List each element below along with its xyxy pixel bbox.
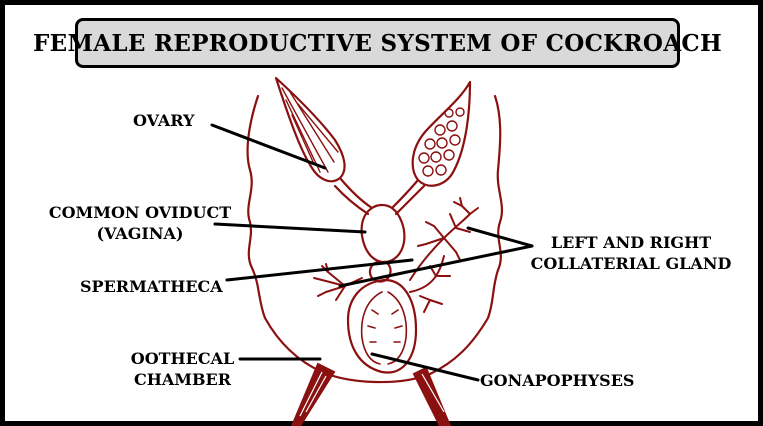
title-box: FEMALE REPRODUCTIVE SYSTEM OF COCKROACH [33,18,722,68]
collateral-gland-leader-line-lower [338,244,534,288]
left-ovary [274,76,346,183]
oothecal-chamber [346,278,418,374]
label-oothecal-line2: CHAMBER [134,370,231,389]
right-ovary [411,80,472,187]
label-oothecal-chamber: OOTHECAL CHAMBER [120,348,245,390]
collateral-glands [313,197,479,313]
label-common-oviduct-line1: COMMON OVIDUCT [48,203,232,222]
label-common-oviduct: COMMON OVIDUCT (VAGINA) [40,202,240,244]
label-gonapophyses: GONAPOPHYSES [480,371,635,390]
label-collateral-line1: LEFT AND RIGHT [550,233,712,252]
ovaries [274,76,472,216]
collateral-gland-leader-line-upper [466,226,534,248]
label-common-oviduct-line2: (VAGINA) [96,224,184,243]
label-collateral-gland: LEFT AND RIGHT COLLATERIAL GLAND [516,232,746,274]
diagram-title: FEMALE REPRODUCTIVE SYSTEM OF COCKROACH [32,29,723,57]
common-oviduct-leader-line [213,222,367,234]
label-oothecal-line1: OOTHECAL [130,349,235,368]
gonapophyses-plates [290,362,452,426]
label-spermatheca: SPERMATHECA [80,277,223,296]
leader-lines [210,123,534,382]
label-collateral-line2: COLLATERIAL GLAND [530,254,732,273]
gonapophyses-leader-line [370,352,480,382]
spermatheca-leader-line [225,258,414,282]
label-ovary: OVARY [133,111,195,130]
common-oviduct [360,203,406,283]
ovary-leader-line [210,123,327,170]
